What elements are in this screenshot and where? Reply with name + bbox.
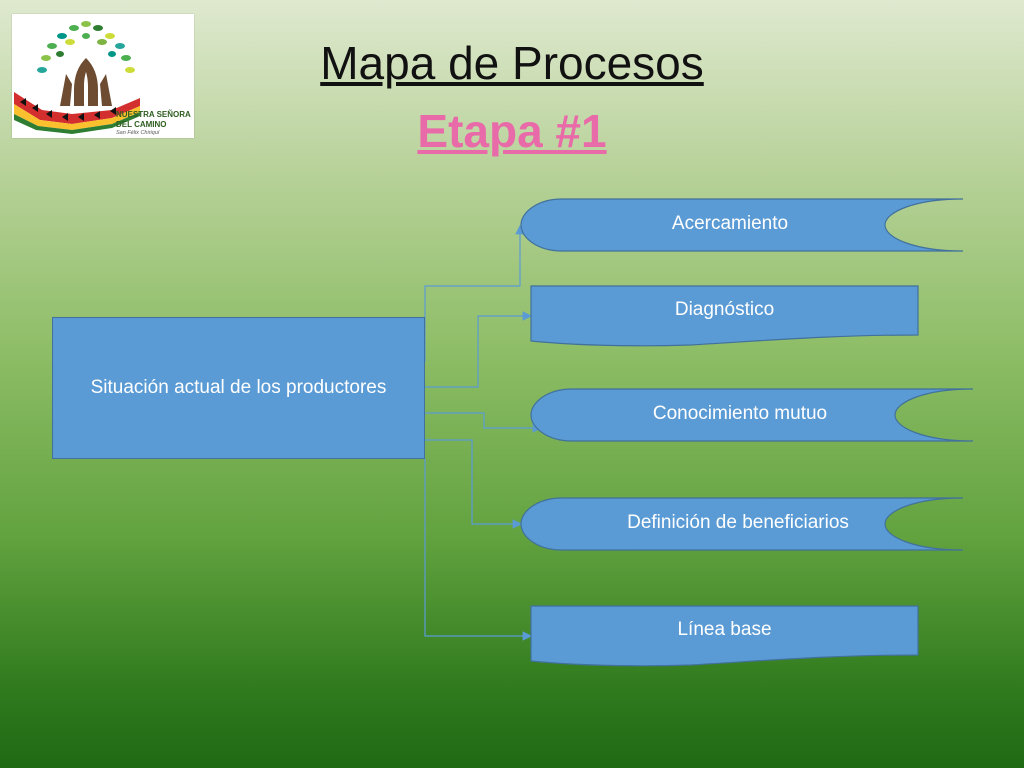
step-label: Diagnóstico — [674, 299, 775, 320]
step-label: Línea base — [677, 619, 772, 640]
stored-data-shape — [530, 388, 974, 442]
stored-data-shape — [520, 198, 964, 252]
logo-text-line3: San Félix Chiriquí — [116, 130, 160, 136]
step-diagnostico: Diagnóstico — [530, 285, 919, 347]
page-subtitle-text: Etapa #1 — [417, 105, 607, 157]
connector-conocimiento — [425, 412, 543, 433]
step-label: Definición de beneficiarios — [627, 512, 849, 533]
step-acercamiento: Acercamiento — [520, 198, 964, 252]
page-title-text: Mapa de Procesos — [320, 37, 704, 89]
document-shape — [530, 285, 919, 347]
document-shape — [530, 605, 919, 667]
connector-definicion — [425, 439, 523, 529]
connector-diagnostico — [425, 311, 533, 388]
page-subtitle: Etapa #1 — [0, 104, 1024, 158]
logo-text-line2: DEL CAMINO — [116, 120, 167, 129]
page-title: Mapa de Procesos — [0, 36, 1024, 90]
step-label: Conocimiento mutuo — [652, 403, 828, 424]
step-linea-base: Línea base — [530, 605, 919, 667]
stored-data-shape — [520, 497, 964, 551]
connector-acercamiento — [424, 224, 525, 362]
logo: NUESTRA SEÑORA DEL CAMINO San Félix Chir… — [12, 14, 194, 138]
tree-logo-icon — [14, 21, 140, 134]
logo-text-line1: NUESTRA SEÑORA — [116, 110, 191, 119]
root-process-label: Situación actual de los productores — [90, 377, 387, 398]
step-definicion-beneficiarios: Definición de beneficiarios — [520, 497, 964, 551]
connector-linea-base — [424, 458, 533, 641]
step-label: Acercamiento — [671, 213, 789, 234]
step-conocimiento-mutuo: Conocimiento mutuo — [530, 388, 974, 442]
root-process-box: Situación actual de los productores — [52, 317, 425, 459]
